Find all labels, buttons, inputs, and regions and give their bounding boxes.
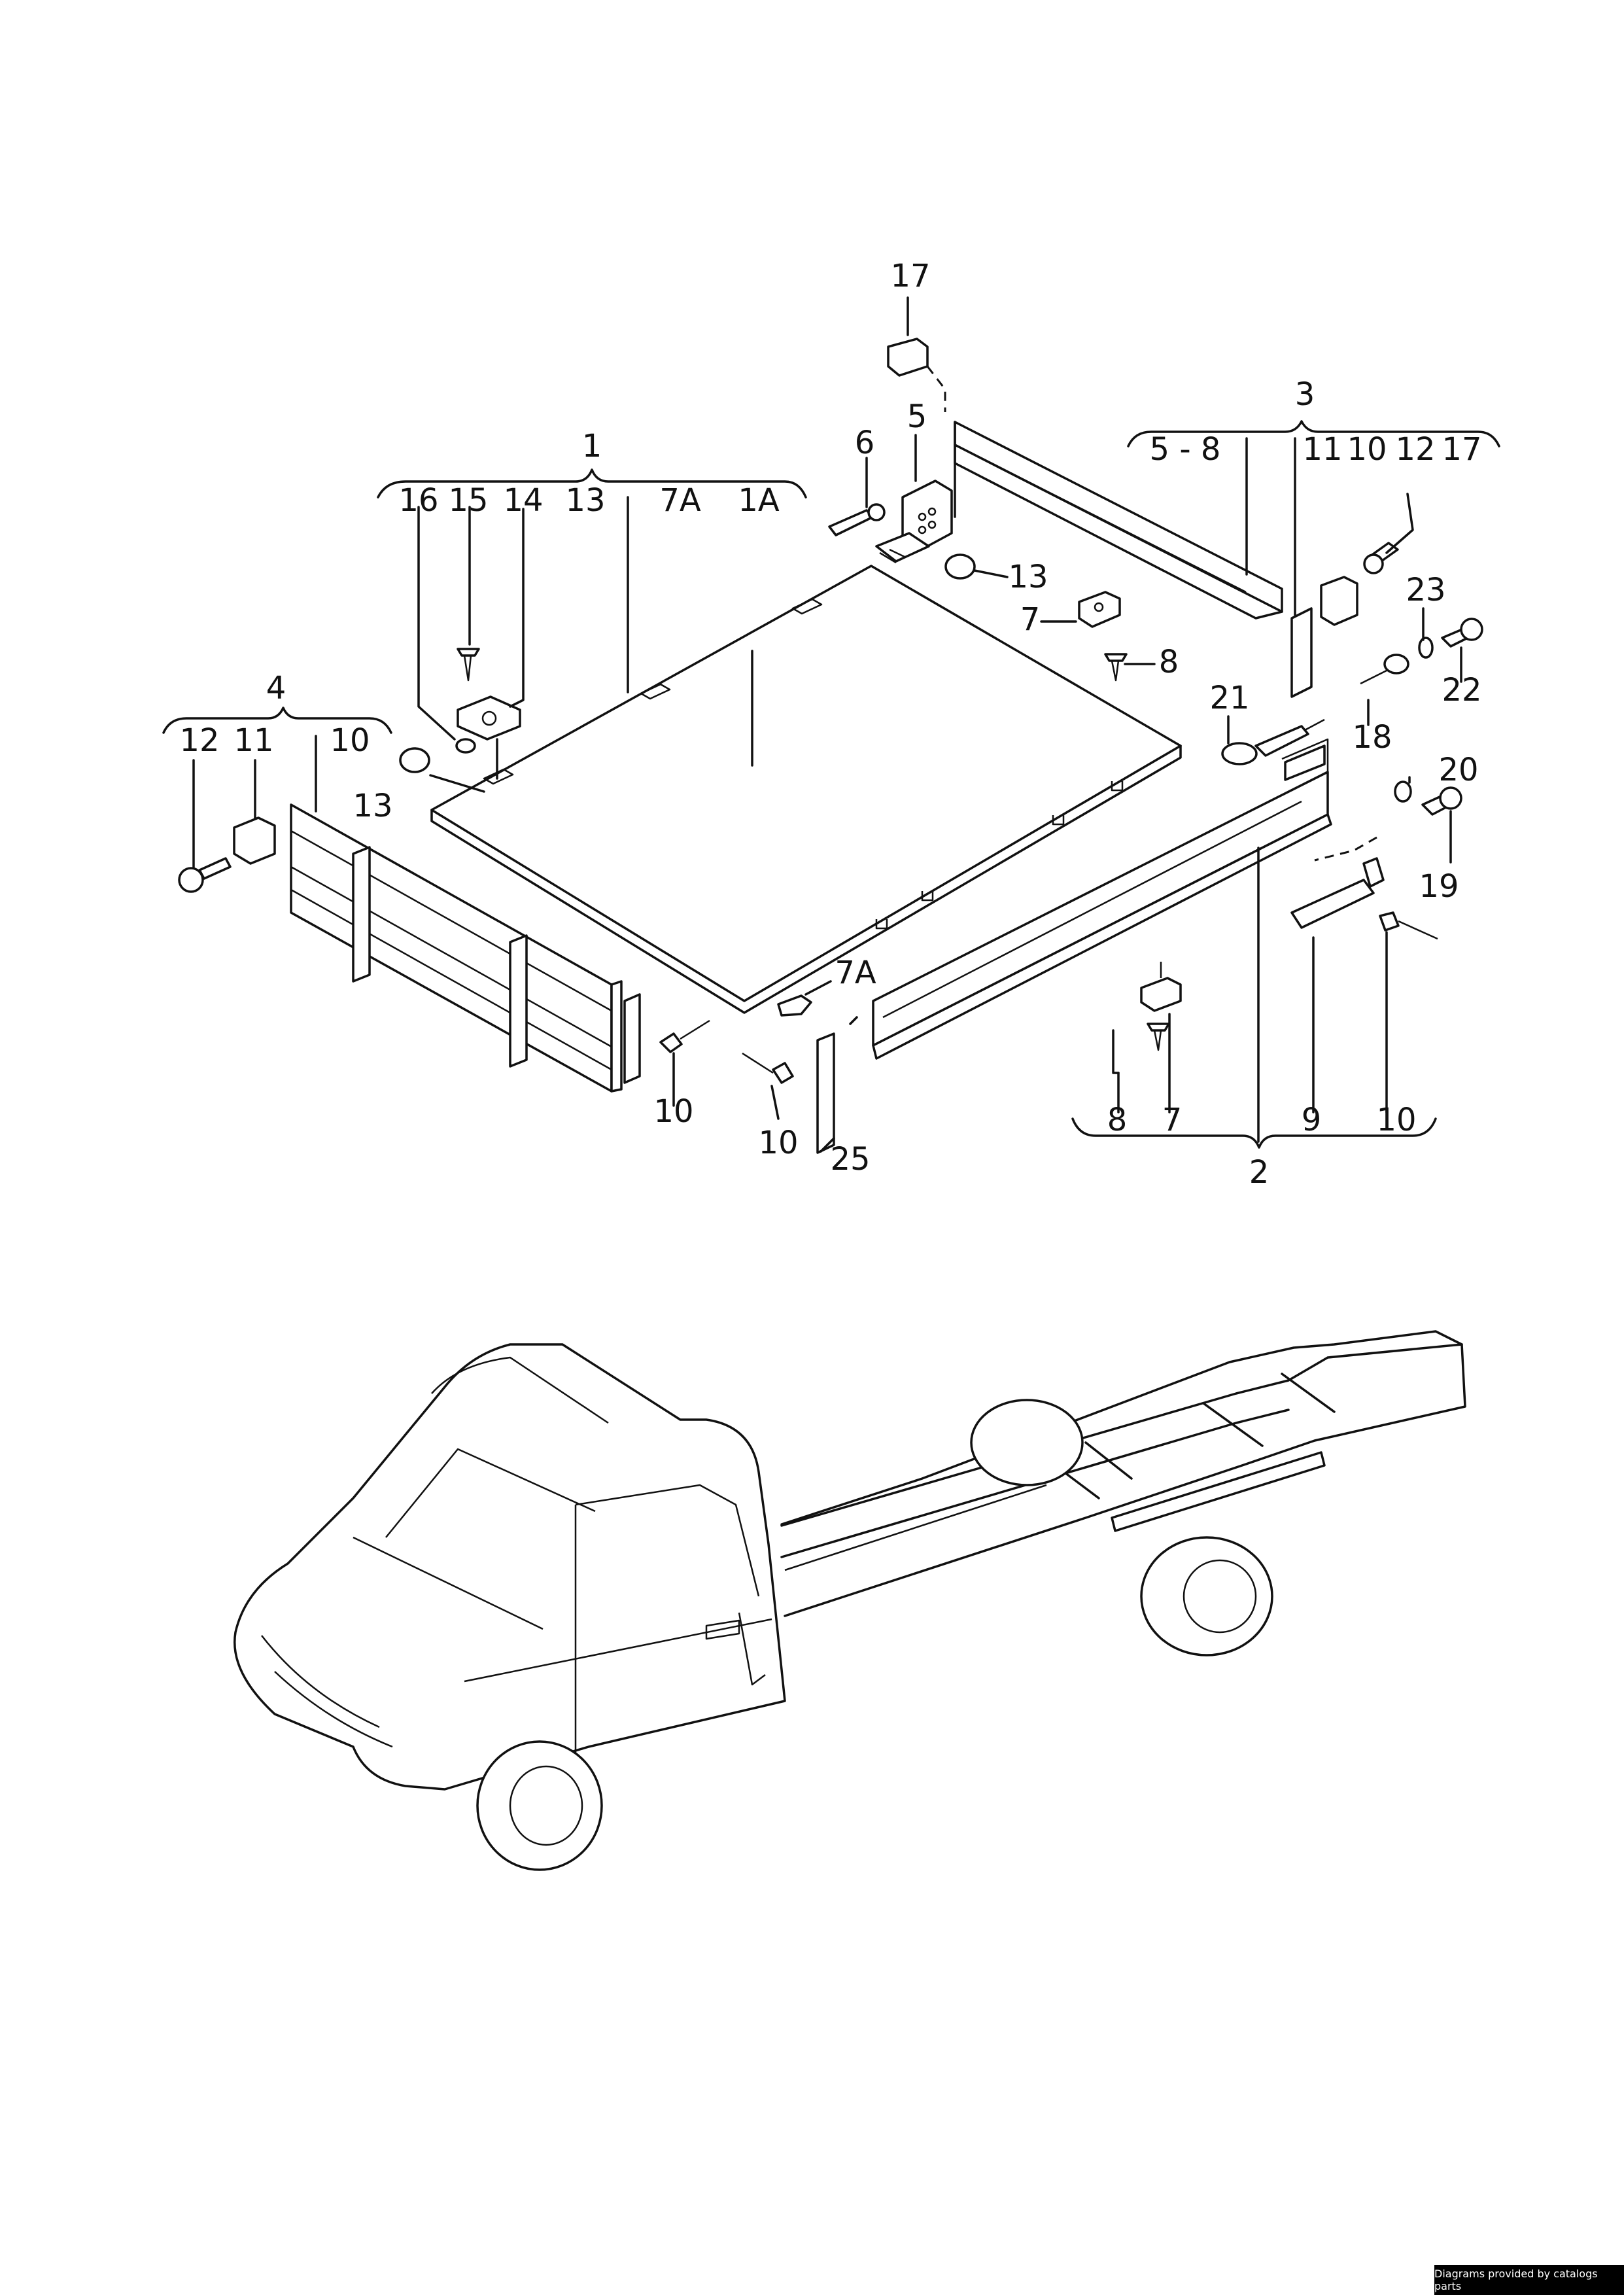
callout-11-right: 11: [1302, 431, 1342, 468]
callout-10-mid2: 10: [758, 1125, 798, 1161]
callout-17-top: 17: [890, 258, 930, 294]
callout-10-mid1: 10: [653, 1093, 693, 1130]
callout-7-top: 7: [1020, 601, 1041, 638]
group-brackets: [162, 420, 1500, 1149]
callout-20: 20: [1438, 752, 1478, 788]
callout-21: 21: [1209, 680, 1249, 716]
left-side-panel: [290, 803, 641, 1093]
callout-6: 6: [855, 425, 875, 461]
callout-5-8: 5 - 8: [1150, 431, 1221, 468]
right-side-panel: [816, 738, 1332, 1154]
callout-19: 19: [1419, 868, 1459, 905]
callout-12-right: 12: [1395, 431, 1435, 468]
callout-13-top: 13: [1008, 559, 1048, 595]
callout-9: 9: [1302, 1102, 1322, 1138]
callout-1a: 1A: [738, 482, 780, 519]
leader-lines: [192, 296, 1462, 1153]
callout-7a-bottom: 7A: [835, 955, 876, 991]
callout-7-bottom: 7: [1162, 1102, 1183, 1138]
callout-10-right: 10: [1376, 1102, 1416, 1138]
callout-7a-top: 7A: [659, 482, 701, 519]
callout-8-top: 8: [1159, 644, 1179, 680]
callout-14: 14: [503, 482, 543, 519]
callout-labels: 17 1 3 5 - 8 11 10 12 17 5 6 16 15 14 13…: [179, 258, 1481, 1191]
diagram-credit: Diagrams provided by catalogs parts: [1434, 2265, 1624, 2295]
cargo-bed-floor: [430, 565, 1182, 1014]
cab-chassis-truck: [233, 1330, 1466, 1871]
callout-8-bottom: 8: [1107, 1102, 1128, 1138]
callout-23: 23: [1406, 572, 1445, 608]
callout-13-group1: 13: [565, 482, 605, 519]
small-parts: [178, 338, 1483, 1084]
callout-12-left: 12: [179, 722, 219, 759]
callout-5: 5: [907, 398, 927, 435]
callout-4: 4: [266, 670, 286, 707]
rear-side-panel: [954, 421, 1313, 698]
callout-15: 15: [448, 482, 488, 519]
callout-25: 25: [830, 1141, 870, 1178]
callout-10-group3: 10: [1347, 431, 1387, 468]
callout-1: 1: [582, 428, 602, 464]
callout-11-left: 11: [233, 722, 273, 759]
callout-10-left: 10: [330, 722, 370, 759]
callout-13-left: 13: [353, 788, 392, 824]
callout-17-group3: 17: [1442, 431, 1481, 468]
callout-22: 22: [1442, 672, 1481, 709]
callout-2: 2: [1249, 1154, 1270, 1191]
callout-18: 18: [1352, 719, 1392, 756]
callout-16: 16: [398, 482, 438, 519]
callout-3: 3: [1295, 376, 1315, 413]
